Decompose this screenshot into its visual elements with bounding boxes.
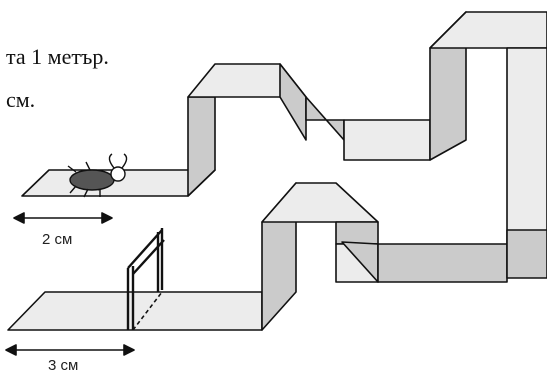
upper-strip-middle-flat bbox=[343, 119, 431, 161]
caption-line-2: см. bbox=[6, 87, 36, 112]
gate-icon bbox=[126, 228, 165, 330]
lower-strip-join bbox=[506, 229, 547, 279]
upper-width-label: 2 см bbox=[42, 231, 72, 248]
gate-dashed-line bbox=[132, 291, 163, 331]
upper-strip bbox=[21, 11, 547, 279]
lower-strip bbox=[7, 182, 547, 331]
upper-strip-rise bbox=[187, 96, 216, 197]
upper-dimension bbox=[13, 212, 113, 224]
beetle-icon bbox=[67, 153, 128, 198]
lower-strip-bottom-flat bbox=[377, 243, 508, 283]
lower-strip-top-step bbox=[261, 182, 379, 223]
caption-line-1: та 1 метър. bbox=[6, 44, 109, 69]
upper-strip-down-slope bbox=[279, 63, 307, 141]
lower-dimension bbox=[5, 344, 135, 356]
upper-strip-right-fall bbox=[506, 47, 547, 279]
upper-strip-top-right bbox=[429, 11, 547, 49]
lower-width-label: 3 см bbox=[48, 357, 78, 374]
lower-strip-start-flat bbox=[7, 291, 263, 331]
